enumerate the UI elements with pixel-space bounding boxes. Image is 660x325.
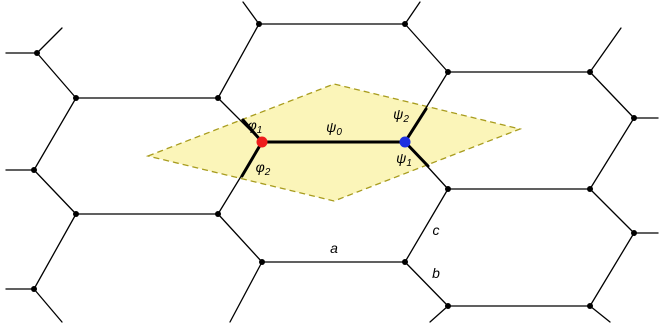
lattice-edge xyxy=(589,71,635,119)
lattice-vertex xyxy=(215,95,221,101)
psi1-bond xyxy=(403,140,430,168)
lattice-edge xyxy=(589,305,611,323)
lattice-edge xyxy=(33,169,77,215)
diagram-labels: φ1 φ2 ψ0 ψ2 ψ1 a c b xyxy=(248,106,440,281)
lattice-vertex xyxy=(587,186,593,192)
lattice-vertex xyxy=(402,21,408,27)
lattice-vertex xyxy=(631,230,637,236)
label-phi1: φ1 xyxy=(248,117,263,136)
lattice-edge xyxy=(589,232,635,307)
lattice-vertex xyxy=(445,69,451,75)
lattice-edge xyxy=(33,213,77,290)
lattice-edge xyxy=(33,97,77,171)
lattice-edge xyxy=(36,27,63,54)
lattice-edge xyxy=(36,52,77,99)
label-c: c xyxy=(433,222,440,238)
blue-site xyxy=(399,136,411,148)
lattice-edge xyxy=(404,23,449,73)
lattice-edge xyxy=(217,213,263,263)
label-psi0: ψ0 xyxy=(326,119,342,138)
lattice-vertex xyxy=(31,167,37,173)
lattice-edge xyxy=(429,305,449,323)
label-a: a xyxy=(330,240,338,256)
lattice-edge xyxy=(404,1,421,25)
lattice-edge xyxy=(217,23,260,99)
lattice-vertex xyxy=(587,69,593,75)
lattice-vertices xyxy=(31,21,637,309)
lattice-vertex xyxy=(31,286,37,292)
label-phi2: φ2 xyxy=(256,159,271,178)
lattice-edge xyxy=(242,1,260,25)
lattice-vertex xyxy=(256,21,262,27)
red-site xyxy=(256,136,268,148)
lattice-edge xyxy=(33,288,63,323)
lattice-vertex xyxy=(259,259,265,265)
phi2-bond xyxy=(240,140,264,178)
lattice-vertex xyxy=(445,186,451,192)
lattice-vertex xyxy=(587,303,593,309)
lattice-vertex xyxy=(215,211,221,217)
lattice-vertex xyxy=(402,259,408,265)
label-b: b xyxy=(432,265,440,281)
label-psi2: ψ2 xyxy=(393,106,409,125)
lattice-vertex xyxy=(73,95,79,101)
lattice-edge xyxy=(404,261,449,307)
lattice-edge xyxy=(589,27,622,73)
lattice-edge xyxy=(404,188,449,263)
lattice-vertex xyxy=(34,50,40,56)
label-psi1: ψ1 xyxy=(396,150,412,169)
lattice-vertex xyxy=(445,303,451,309)
lattice-vertex xyxy=(631,115,637,121)
lattice-edge xyxy=(589,117,635,190)
lattice-edges xyxy=(5,1,659,323)
psi2-bond xyxy=(403,107,428,144)
lattice-edge xyxy=(229,261,263,323)
lattice-edge xyxy=(589,188,635,234)
lattice-vertex xyxy=(73,211,79,217)
